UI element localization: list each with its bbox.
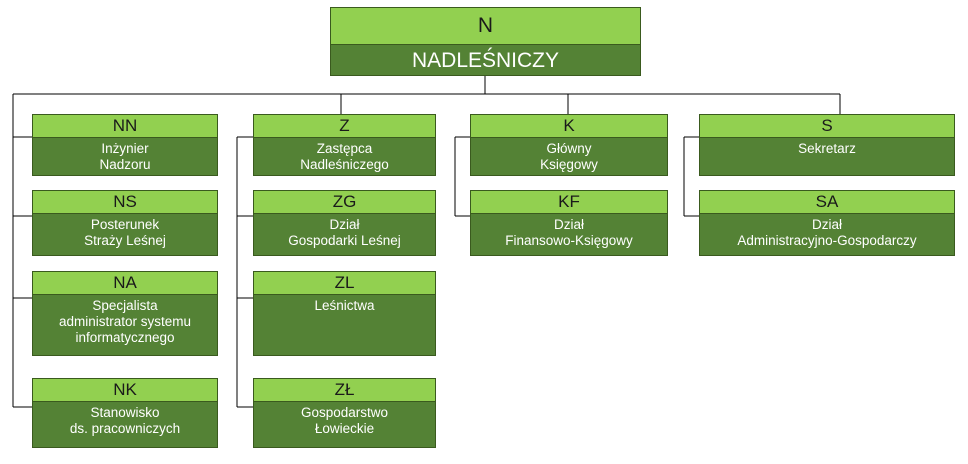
unit-box-na: NA Specjalista administrator systemu inf… bbox=[32, 271, 218, 356]
unit-box-n: N NADLEŚNICZY bbox=[330, 7, 641, 76]
unit-code: SA bbox=[700, 191, 954, 214]
unit-box-zl2: ZŁ Gospodarstwo Łowieckie bbox=[253, 378, 436, 448]
unit-code: N bbox=[331, 8, 640, 45]
unit-name: Dział Gospodarki Leśnej bbox=[254, 214, 435, 255]
unit-box-z: Z Zastępca Nadleśniczego bbox=[253, 114, 436, 176]
unit-name: NADLEŚNICZY bbox=[331, 45, 640, 75]
unit-code: Z bbox=[254, 115, 435, 138]
unit-box-s: S Sekretarz bbox=[699, 114, 955, 176]
unit-name: Specjalista administrator systemu inform… bbox=[33, 295, 217, 355]
unit-name: Gospodarstwo Łowieckie bbox=[254, 402, 435, 447]
unit-box-sa: SA Dział Administracyjno-Gospodarczy bbox=[699, 190, 955, 256]
unit-box-nn: NN Inżynier Nadzoru bbox=[32, 114, 218, 176]
unit-code: K bbox=[471, 115, 667, 138]
unit-code: ZL bbox=[254, 272, 435, 295]
unit-box-nk: NK Stanowisko ds. pracowniczych bbox=[32, 378, 218, 448]
unit-code: NK bbox=[33, 379, 217, 402]
unit-name: Stanowisko ds. pracowniczych bbox=[33, 402, 217, 447]
unit-box-zg: ZG Dział Gospodarki Leśnej bbox=[253, 190, 436, 256]
unit-name: Posterunek Straży Leśnej bbox=[33, 214, 217, 255]
unit-code: NA bbox=[33, 272, 217, 295]
unit-name: Dział Finansowo-Księgowy bbox=[471, 214, 667, 255]
unit-code: S bbox=[700, 115, 954, 138]
unit-box-zl: ZL Leśnictwa bbox=[253, 271, 436, 356]
unit-name: Główny Księgowy bbox=[471, 138, 667, 175]
unit-code: KF bbox=[471, 191, 667, 214]
unit-code: NN bbox=[33, 115, 217, 138]
unit-box-ns: NS Posterunek Straży Leśnej bbox=[32, 190, 218, 256]
unit-name: Zastępca Nadleśniczego bbox=[254, 138, 435, 175]
unit-name: Dział Administracyjno-Gospodarczy bbox=[700, 214, 954, 255]
unit-name: Sekretarz bbox=[700, 138, 954, 175]
unit-box-kf: KF Dział Finansowo-Księgowy bbox=[470, 190, 668, 256]
unit-code: ZŁ bbox=[254, 379, 435, 402]
unit-box-k: K Główny Księgowy bbox=[470, 114, 668, 176]
unit-name: Leśnictwa bbox=[254, 295, 435, 355]
unit-code: NS bbox=[33, 191, 217, 214]
unit-name: Inżynier Nadzoru bbox=[33, 138, 217, 175]
unit-code: ZG bbox=[254, 191, 435, 214]
